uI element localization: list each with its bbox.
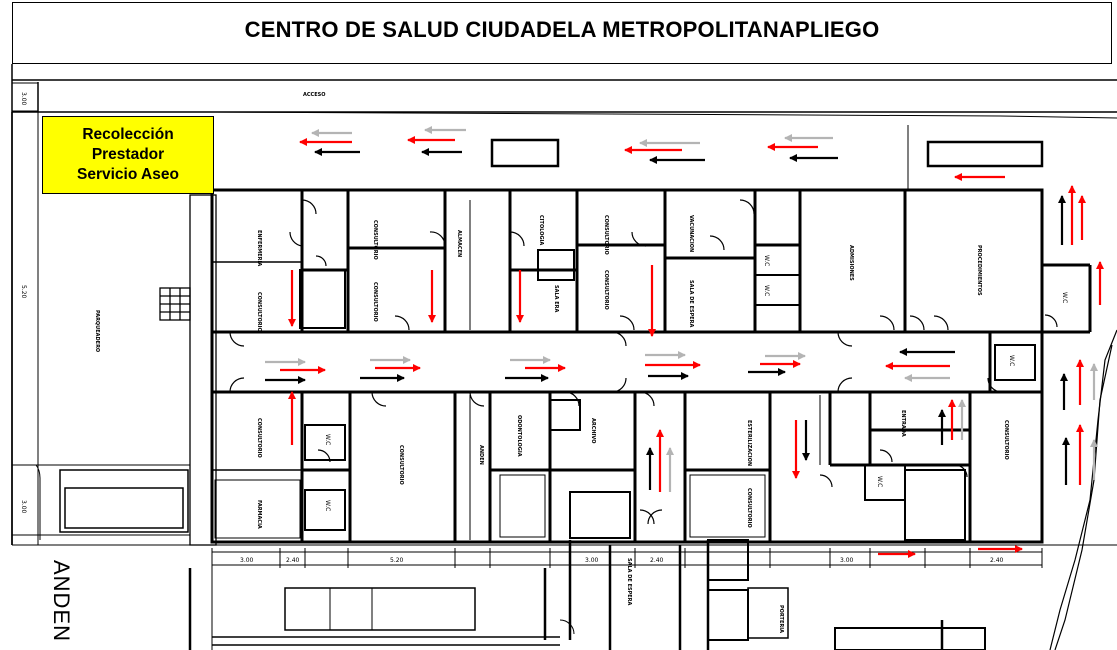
restroom-blocks [299,244,1036,541]
dimension-label: 5.20 [20,285,27,299]
room-label: PARQUEADERO [94,310,100,352]
interior-details [214,200,821,540]
bath-label: W.C [763,255,770,266]
bath-label: W.C [1061,292,1068,303]
room-label: CONSULTORIO [256,418,262,458]
dimension-label: 3.00 [20,92,27,106]
room-label: ALMACEN [456,230,462,257]
room-label: ESTERILIZACION [746,420,752,466]
evacuation-arrows [265,126,1104,558]
room-label: PORTERIA [778,605,784,633]
dimension-label: 2.40 [286,557,300,564]
room-label: CONSULTORIO [603,270,609,310]
room-label: CONSULTORIO [398,445,404,485]
room-label: CONSULTORIO [372,220,378,260]
room-labels: ENFERMERIA CONSULTORIO CONSULTORIO CONSU… [94,92,1009,633]
room-label: CONSULTORIO [746,488,752,528]
bath-label: W.C [324,500,331,511]
room-label: SALA DE ESPERA [688,280,694,328]
room-label: ENTRADA [900,410,906,437]
dimension-label: 2.40 [990,557,1004,564]
room-label: PROCEDIMIENTOS [976,245,982,296]
room-label: ANDEN [478,445,484,465]
room-label: ENFERMERIA [256,230,262,266]
dimension-strip [211,548,1043,568]
plan-title: CENTRO DE SALUD CIUDADELA METROPOLITANAP… [244,17,880,42]
waste-collection-point: Recolección Prestador Servicio Aseo [42,116,214,194]
room-label: CONSULTORIO [256,292,262,332]
room-label: ARCHIVO [590,418,596,443]
room-label: ACCESO [303,92,325,98]
dimension-label: 3.00 [585,557,599,564]
room-label: SALA DE ESPERA [626,558,632,606]
collection-line-3: Servicio Aseo [77,166,179,183]
room-label: SALA ERA [553,285,559,313]
dimension-label: 2.40 [650,557,664,564]
dimension-label: 3.00 [20,500,27,514]
title-banner: CENTRO DE SALUD CIUDADELA METROPOLITANAP… [12,2,1112,64]
room-label: FARMACIA [256,500,262,529]
room-label: ODONTOLOGIA [516,415,522,457]
road-features [490,125,1044,190]
dimension-label: 5.20 [390,557,404,564]
dimension-label: 3.00 [240,557,254,564]
room-label: CONSULTORIO [1003,420,1009,460]
collection-line-2: Prestador [91,146,165,163]
bath-label: W.C [324,434,331,445]
bath-label: W.C [763,285,770,296]
room-label: CONSULTORIO [603,215,609,255]
room-label: CONSULTORIO [372,282,378,322]
lower-annex [188,329,1117,650]
room-label: VACUNACION [688,215,694,252]
bath-label: W.C [876,476,883,487]
bath-label: W.C [1008,355,1015,366]
room-label: CITOLOGIA [538,215,544,245]
parking-area [159,194,217,546]
collection-line-1: Recolección [82,126,174,143]
dimension-label: 3.00 [840,557,854,564]
room-label: ADMISIONES [848,245,854,281]
small-labels: W.C W.C W.C W.C W.C W.C W.C 3.00 2.40 5.… [20,92,1068,564]
door-swings [229,199,1058,525]
street-label: ANDEN [49,560,74,643]
